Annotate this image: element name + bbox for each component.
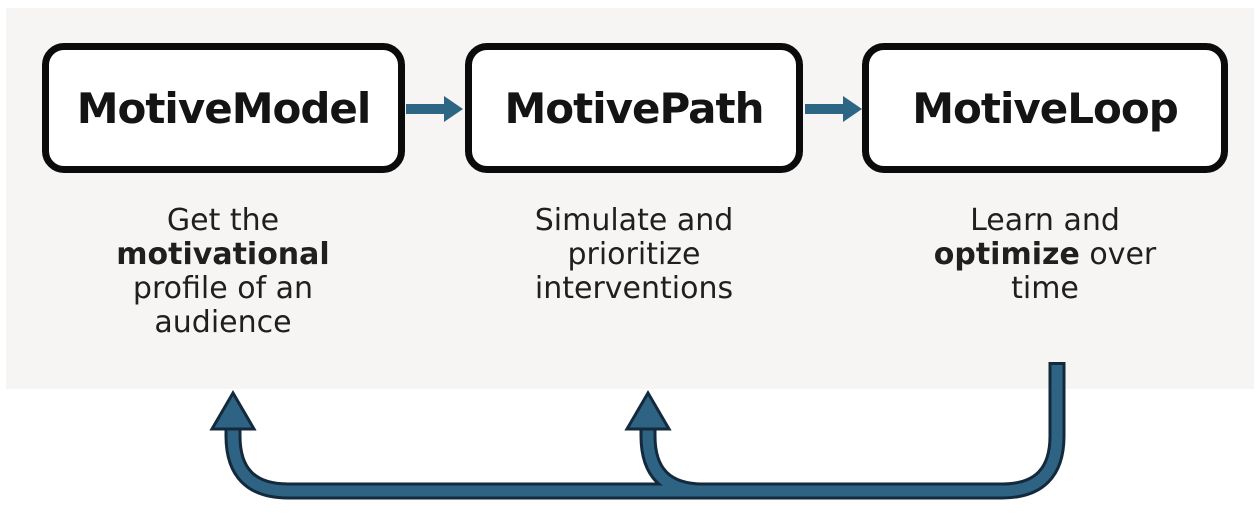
desc-text: Learn and <box>970 203 1120 238</box>
desc-line: interventions <box>464 272 804 306</box>
desc-text-bold: motivational <box>116 237 330 272</box>
desc-line: Simulate and <box>464 204 804 238</box>
desc-motiveloop: Learn and optimize over time <box>875 204 1215 306</box>
desc-text: over <box>1079 237 1157 272</box>
desc-line: optimize over <box>875 238 1215 272</box>
desc-line: profile of an <box>53 272 393 306</box>
desc-line: audience <box>53 306 393 340</box>
desc-text: prioritize <box>567 237 701 272</box>
desc-motivepath: Simulate and prioritize interventions <box>464 204 804 306</box>
desc-line: Get the <box>53 204 393 238</box>
desc-text: time <box>1011 271 1079 306</box>
desc-text: Get the <box>166 203 280 238</box>
desc-text: interventions <box>534 271 734 306</box>
node-title-motivemodel: MotiveModel <box>76 83 372 133</box>
desc-line: time <box>875 272 1215 306</box>
node-title-motiveloop: MotiveLoop <box>912 83 1179 133</box>
node-box-motivemodel: MotiveModel <box>42 43 405 173</box>
node-title-motivepath: MotivePath <box>504 83 765 133</box>
node-box-motiveloop: MotiveLoop <box>862 43 1228 173</box>
feedback-loop-branch-outline <box>639 420 725 500</box>
feedback-loop-branch-fill <box>642 420 722 497</box>
loop-up-arrowhead-icon <box>624 390 672 431</box>
desc-line: motivational <box>53 238 393 272</box>
desc-text: Simulate and <box>534 203 734 238</box>
desc-text-bold: optimize <box>933 237 1080 272</box>
desc-line: prioritize <box>464 238 804 272</box>
loop-up-arrowhead-icon <box>209 390 257 431</box>
desc-motivemodel: Get the motivational profile of an audie… <box>53 204 393 340</box>
desc-text: audience <box>154 305 292 340</box>
node-box-motivepath: MotivePath <box>465 43 803 173</box>
desc-line: Learn and <box>875 204 1215 238</box>
desc-text: profile of an <box>132 271 314 306</box>
